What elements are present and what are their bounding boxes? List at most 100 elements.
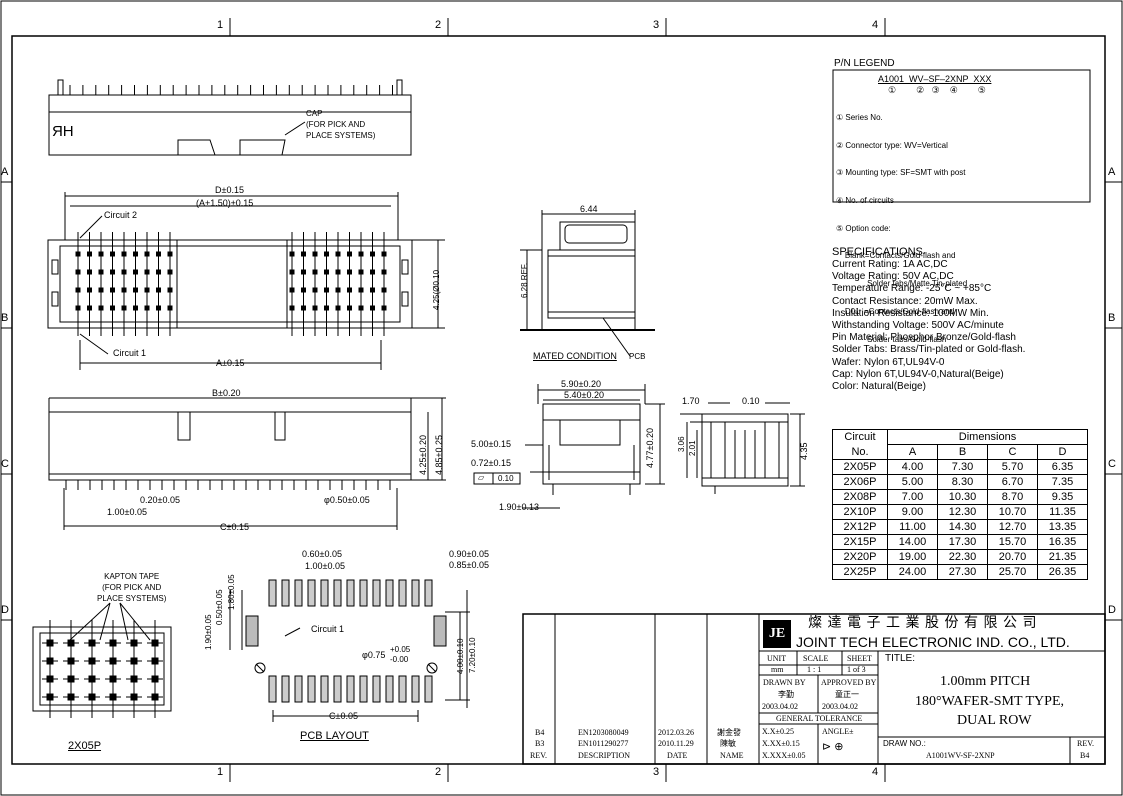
sheet-value: 1 of 3	[847, 665, 866, 674]
table-cell-value: 11.35	[1037, 504, 1088, 520]
row-label-a: A	[1, 166, 9, 178]
table-cell-value: 7.30	[937, 459, 988, 475]
legend-box	[832, 69, 1091, 203]
legend-item: ① Series No.	[836, 113, 883, 122]
mated-view-drawing	[520, 210, 655, 357]
table-col-c: C	[987, 444, 1038, 460]
table-cell-value: 27.30	[937, 564, 988, 580]
table-cell-circuit: 2X20P	[832, 549, 888, 565]
legend-item: ③ Mounting type: SF=SMT with post	[836, 168, 966, 178]
pcb-c-dim: C±0.05	[329, 711, 358, 721]
table-cell-value: 15.70	[987, 534, 1038, 550]
unit-header: UNIT	[767, 654, 787, 663]
spec-line: Voltage Rating: 50V AC,DC	[832, 271, 954, 283]
table-cell-circuit: 2X15P	[832, 534, 888, 550]
title-block	[522, 613, 1106, 765]
front-b-dim: B±0.20	[212, 388, 241, 398]
approved-name: 童正一	[835, 690, 859, 699]
end-d010: 0.10	[742, 396, 760, 406]
company-name-en: JOINT TECH ELECTRONIC IND. CO., LTD.	[796, 634, 1070, 650]
table-cell-value: 7.00	[887, 489, 938, 505]
table-cell-value: 8.70	[987, 489, 1038, 505]
table-cell-circuit: 2X12P	[832, 519, 888, 535]
pcb-d060: 0.60±0.05	[302, 549, 342, 559]
general-tolerance: GENERAL TOLERANCE	[776, 714, 863, 723]
rev-head-desc: DESCRIPTION	[578, 751, 631, 760]
mated-h628: 6.28 REF.	[520, 262, 529, 298]
row-label-c: C	[1, 458, 9, 470]
rev-header: REV.	[1077, 739, 1094, 748]
table-cell-value: 16.35	[1037, 534, 1088, 550]
rev-row-2-desc: EN1011290277	[578, 739, 629, 748]
title-line-2: 180°WAFER-SMT TYPE,	[915, 694, 1064, 709]
spec-line: Color: Natural(Beige)	[832, 381, 926, 393]
mated-w644: 6.44	[580, 204, 598, 214]
pcb-d100: 1.00±0.05	[305, 561, 345, 571]
rev-value: B4	[1080, 751, 1090, 760]
side-d540: 5.40±0.20	[564, 390, 604, 400]
pcb-v400: 4.00±0.10	[456, 638, 465, 674]
title-line-1: 1.00mm PITCH	[940, 674, 1031, 689]
end-d170: 1.70	[682, 396, 700, 406]
table-cell-value: 5.00	[887, 474, 938, 490]
table-col-d: D	[1037, 444, 1088, 460]
mated-caption: MATED CONDITION	[533, 351, 617, 361]
col-label-1: 1	[217, 19, 224, 31]
table-col-a: A	[887, 444, 938, 460]
side-flat-val: 0.10	[498, 474, 514, 483]
pcb-v190: 1.90±0.05	[204, 614, 213, 650]
spec-line: Temperature Range: -25°C ~ +85°C	[832, 283, 992, 295]
side-view-drawing	[473, 384, 665, 509]
spec-line: Pin Material: Phosphor Bronze/Gold-flash	[832, 332, 1016, 344]
plan-a-dim: A±0.15	[216, 358, 245, 368]
tolerance-1: X.X±0.25	[762, 727, 794, 736]
legend-item: Solder tabs/Gold-flash	[836, 334, 947, 344]
table-cell-value: 17.30	[937, 534, 988, 550]
table-cell-value: 20.70	[987, 549, 1038, 565]
hr-mark: HR	[52, 123, 74, 140]
title-line-3: DUAL ROW	[957, 713, 1032, 728]
plan-a-plus-dim: (A+1.50)±0.15	[196, 198, 254, 208]
drawn-header: DRAWN BY	[763, 678, 806, 687]
table-col-b: B	[937, 444, 988, 460]
rev-row-2-name: 陳敏	[720, 739, 736, 748]
table-cell-value: 19.00	[887, 549, 938, 565]
pcb-v720: 7.20±0.10	[468, 637, 477, 673]
mated-pcb: PCB	[629, 352, 646, 361]
side-d072: 0.72±0.15	[471, 458, 511, 468]
rev-row-2-rev: B3	[535, 739, 545, 748]
table-cell-value: 14.30	[937, 519, 988, 535]
front-d020: 0.20±0.05	[140, 495, 180, 505]
pcb-hole: φ0.75	[362, 650, 386, 660]
kapton-caption: 2X05P	[68, 740, 102, 752]
pcb-d085: 0.85±0.05	[449, 560, 489, 570]
table-cell-value: 8.30	[937, 474, 988, 490]
front-d100: 1.00±0.05	[107, 507, 147, 517]
front-c-dim: C±0.15	[220, 522, 249, 532]
side-d500: 5.00±0.15	[471, 439, 511, 449]
cap-label: CAP (FOR PICK AND PLACE SYSTEMS)	[306, 109, 376, 140]
sheet-header: SHEET	[847, 654, 872, 663]
drawn-date: 2003.04.02	[762, 702, 798, 711]
kapton-view-drawing	[32, 602, 172, 718]
pcb-circuit1: Circuit 1	[311, 624, 345, 634]
flatness-symbol: ⏥	[478, 473, 485, 482]
rev-row-1-desc: EN1203080049	[578, 728, 629, 737]
side-d477: 4.77±0.20	[645, 428, 655, 468]
spec-line: Wafer: Nylon 6T,UL94V-0	[832, 356, 945, 368]
spec-line: Cap: Nylon 6T,UL94V-0,Natural(Beige)	[832, 368, 1004, 380]
approved-header: APPROVED BY	[821, 678, 877, 687]
scale-header: SCALE	[803, 654, 829, 663]
table-cell-value: 9.35	[1037, 489, 1088, 505]
draw-no: A1001WV-SF-2XNP	[926, 751, 995, 760]
pcb-hole-tol-up: +0.05	[390, 645, 411, 654]
company-name-cn: 燦 達 電 子 工 業 股 份 有 限 公 司	[808, 616, 1038, 631]
front-view-drawing	[48, 397, 446, 530]
unit-value: mm	[771, 665, 784, 674]
tolerance-2: X.XX±0.15	[762, 739, 800, 748]
front-h1-dim: 4.25±0.20	[418, 435, 428, 475]
plan-circuit1: Circuit 1	[113, 348, 147, 358]
